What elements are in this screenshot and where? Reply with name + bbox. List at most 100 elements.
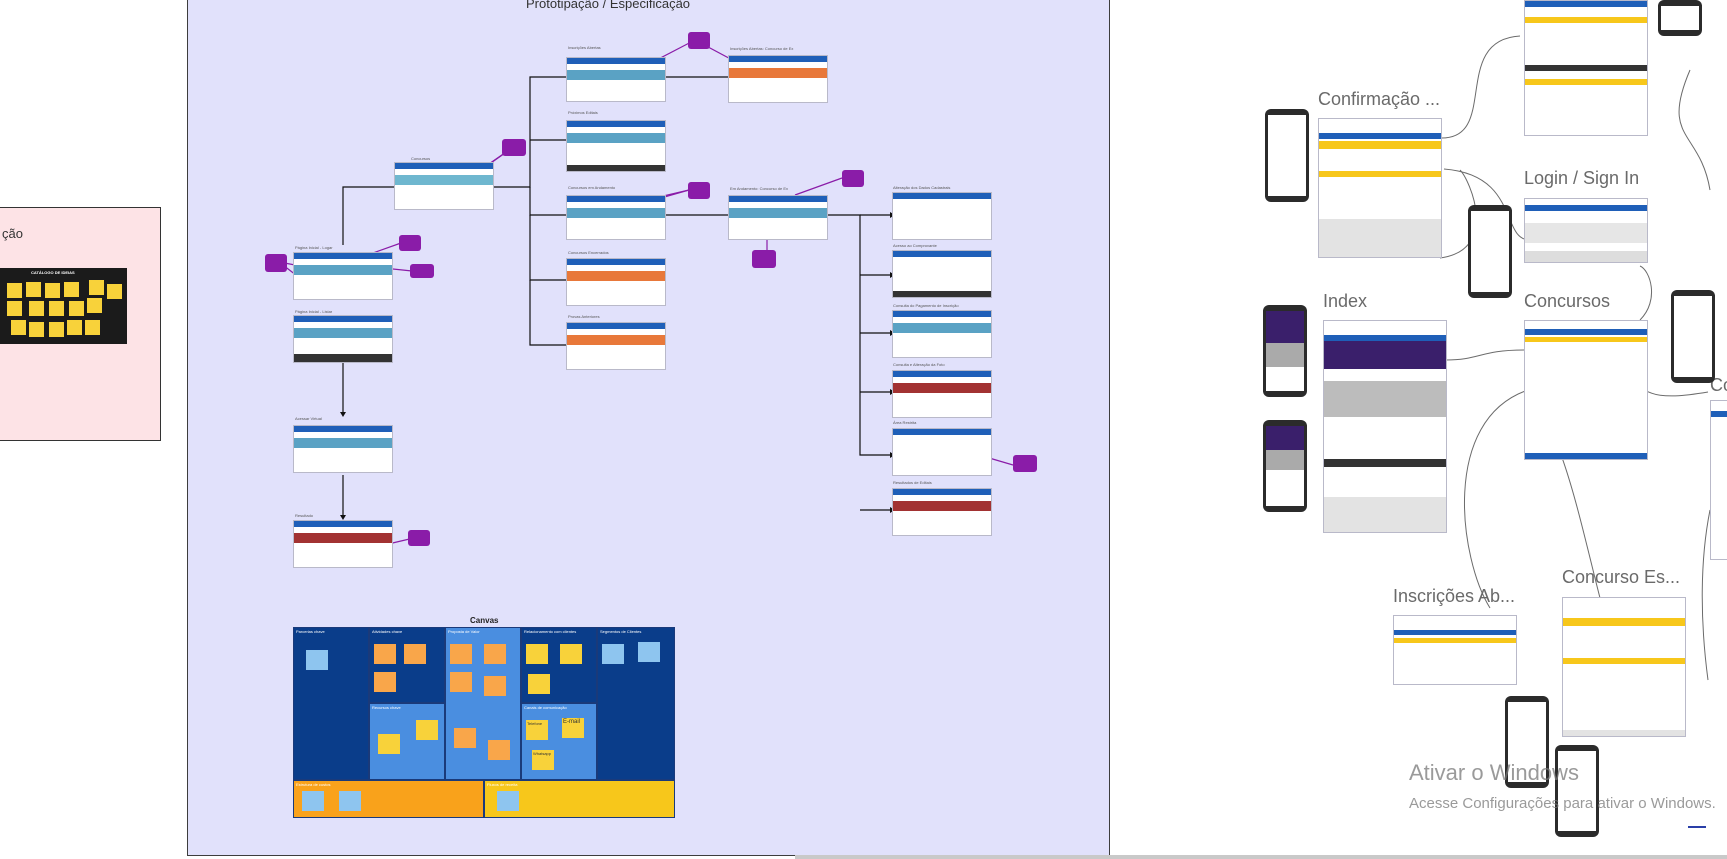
- screen-consulta-foto[interactable]: [892, 370, 992, 418]
- sticky-note[interactable]: [85, 320, 100, 335]
- canvas-section[interactable]: Atividades chave: [369, 627, 445, 703]
- phone-concurso-es[interactable]: [1555, 745, 1599, 837]
- screen-acesso-comprovante[interactable]: [892, 250, 992, 298]
- canvas-section[interactable]: Segmentos de Clientes: [597, 627, 675, 780]
- sticky-note[interactable]: [45, 283, 60, 298]
- screen-inscricoes-abertas[interactable]: [566, 57, 666, 102]
- screen-em-andamento-concurso[interactable]: [728, 195, 828, 240]
- canvas-note[interactable]: [454, 728, 476, 748]
- flow-screen-right-edge[interactable]: [1710, 400, 1727, 560]
- sticky-note[interactable]: [49, 301, 64, 316]
- canvas-title: Canvas: [470, 616, 499, 625]
- screen-inscricoes-abertas-concurso[interactable]: [728, 55, 828, 103]
- sticky-note[interactable]: [29, 322, 44, 337]
- annotation-note[interactable]: [752, 250, 776, 268]
- annotation-note[interactable]: [410, 264, 434, 278]
- screen-alteracao-dados[interactable]: [892, 192, 992, 240]
- sticky-note[interactable]: [26, 282, 41, 297]
- flow-screen-index[interactable]: [1323, 320, 1447, 533]
- sticky-note[interactable]: [89, 280, 104, 295]
- canvas-section[interactable]: Recursos chave: [369, 703, 445, 780]
- screen-area-restrita[interactable]: [892, 428, 992, 476]
- annotation-note[interactable]: [502, 139, 526, 156]
- sticky-note[interactable]: [7, 301, 22, 316]
- annotation-note[interactable]: [408, 530, 430, 546]
- sticky-note[interactable]: [11, 320, 26, 335]
- screen-consulta-pagamento[interactable]: [892, 310, 992, 358]
- watermark-title: Ativar o Windows: [1409, 760, 1579, 785]
- canvas-note[interactable]: [302, 791, 324, 811]
- sticky-note[interactable]: [107, 284, 122, 299]
- minimize-line-icon[interactable]: [1688, 826, 1706, 828]
- screen-resultados-editais[interactable]: [892, 488, 992, 536]
- flow-screen-concurso-es[interactable]: [1562, 597, 1686, 737]
- annotation-note[interactable]: [399, 235, 421, 251]
- canvas-note[interactable]: [378, 734, 400, 754]
- sticky-note[interactable]: [87, 298, 102, 313]
- canvas-note[interactable]: [339, 791, 361, 811]
- canvas-note[interactable]: [638, 642, 660, 662]
- flow-screen-concursos[interactable]: [1524, 320, 1648, 460]
- phone-confirmacao[interactable]: [1265, 109, 1309, 202]
- sticky-note[interactable]: [7, 283, 22, 298]
- screen-pagina-inicial-logar[interactable]: [293, 252, 393, 300]
- flow-screen-top[interactable]: [1524, 0, 1648, 136]
- canvas-note[interactable]: [374, 672, 396, 692]
- phone-inscricoes[interactable]: [1505, 696, 1549, 788]
- canvas-note[interactable]: [484, 676, 506, 696]
- sticky-note[interactable]: [69, 301, 84, 316]
- phone-login[interactable]: [1468, 205, 1512, 298]
- canvas-note[interactable]: [497, 791, 519, 811]
- canvas-section[interactable]: Relacionamento com clientes: [521, 627, 597, 703]
- sticky-note[interactable]: [67, 320, 82, 335]
- screen-pagina-inicial-listar[interactable]: [293, 315, 393, 363]
- canvas-section[interactable]: Fluxos de receita: [484, 780, 675, 818]
- canvas-note[interactable]: [484, 644, 506, 664]
- sticky-note[interactable]: [29, 301, 44, 316]
- sticky-note[interactable]: [64, 282, 79, 297]
- canvas-note[interactable]: [404, 644, 426, 664]
- canvas-note[interactable]: [450, 672, 472, 692]
- phone-index-1[interactable]: [1263, 305, 1307, 397]
- canvas-note[interactable]: Whatsapp: [532, 750, 554, 770]
- screen-proximos-editais[interactable]: [566, 120, 666, 172]
- phone-concursos[interactable]: [1671, 290, 1715, 383]
- canvas-note[interactable]: E-mail: [562, 718, 584, 738]
- prototype-title: Prototipação / Especificação: [526, 0, 691, 11]
- canvas-note[interactable]: [488, 740, 510, 760]
- canvas-note[interactable]: [560, 644, 582, 664]
- phone-index-2[interactable]: [1263, 420, 1307, 512]
- phone-top[interactable]: [1658, 0, 1702, 36]
- canvas-note[interactable]: [450, 644, 472, 664]
- annotation-note[interactable]: [1013, 455, 1037, 472]
- screen-concursos[interactable]: [394, 162, 494, 210]
- annotation-note[interactable]: [688, 32, 710, 49]
- annotation-note[interactable]: [842, 170, 864, 187]
- screen-concursos-em-andamento[interactable]: [566, 195, 666, 240]
- canvas-note[interactable]: [374, 644, 396, 664]
- screen-resultado[interactable]: [293, 520, 393, 568]
- flow-screen-login[interactable]: [1524, 198, 1648, 263]
- horizontal-scrollbar[interactable]: [795, 855, 1727, 859]
- canvas-note[interactable]: [528, 674, 550, 694]
- flow-screen-inscricoes[interactable]: [1393, 615, 1517, 685]
- canvas-note[interactable]: [526, 644, 548, 664]
- sticky-note[interactable]: [49, 322, 64, 337]
- flow-screen-confirmacao[interactable]: [1318, 118, 1442, 258]
- annotation-note[interactable]: [265, 254, 287, 272]
- annotation-note[interactable]: [688, 182, 710, 199]
- left-panel[interactable]: ção CATÁLOGO DE IDEIAS: [0, 207, 161, 441]
- screen-concursos-encerrados[interactable]: [566, 258, 666, 306]
- screen-acessar-virtual[interactable]: [293, 425, 393, 473]
- canvas-section[interactable]: Estrutura de custos: [293, 780, 484, 818]
- canvas-note[interactable]: Telefone: [526, 720, 548, 740]
- canvas-section[interactable]: Canais de comunicação Telefone E-mail Wh…: [521, 703, 597, 780]
- sticky-board[interactable]: CATÁLOGO DE IDEIAS: [0, 268, 127, 344]
- canvas-note[interactable]: [602, 644, 624, 664]
- business-canvas[interactable]: Parcerias chave Atividades chave Recurso…: [293, 627, 675, 818]
- canvas-section[interactable]: Proposta de Valor: [445, 627, 521, 780]
- canvas-note[interactable]: [306, 650, 328, 670]
- canvas-note[interactable]: [416, 720, 438, 740]
- canvas-section[interactable]: Parcerias chave: [293, 627, 369, 780]
- screen-provas-anteriores[interactable]: [566, 322, 666, 370]
